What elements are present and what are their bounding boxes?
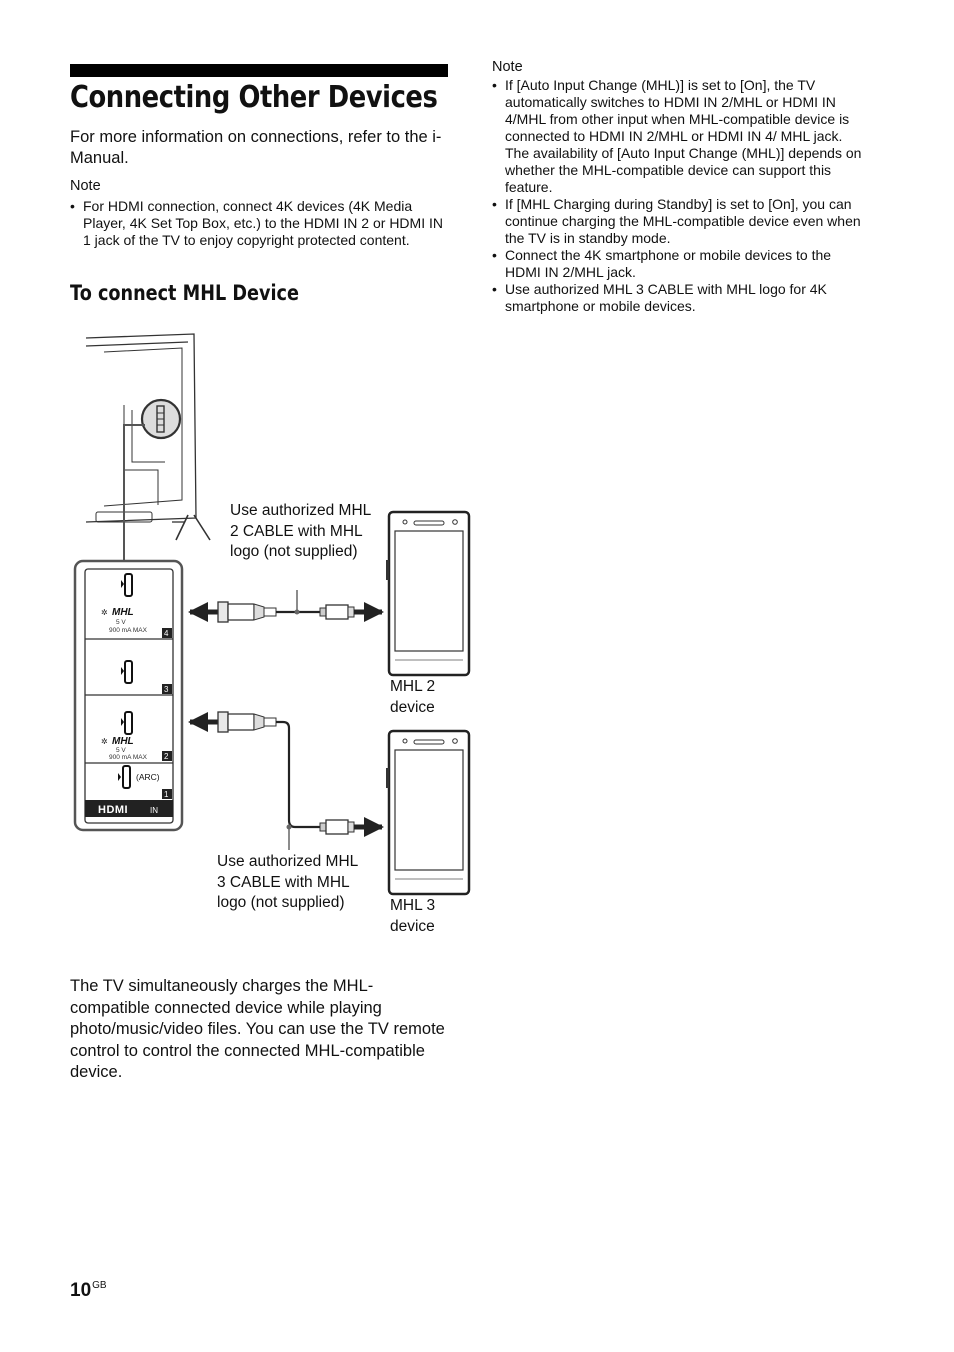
page-suffix: GB [92,1280,107,1291]
left-note-list: For HDMI connection, connect 4K devices … [70,198,450,249]
note-label: Note [70,178,101,194]
intro-text: For more information on connections, ref… [70,128,442,167]
hdmi-in-text: IN [150,806,158,815]
cable-mhl2-caption: Use authorized MHL 2 CABLE with MHL logo… [230,502,371,560]
note-label: Note [492,59,523,75]
mhl-logo-text: MHL [112,736,134,747]
hdmi-port-panel: ✲ MHL 5 V 900 mA MAX 4 3 ✲ MHL 5 V 900 m… [73,559,184,832]
mhl3-cable [188,711,384,850]
arc-text: (ARC) [136,772,160,782]
cable-mhl3-caption: Use authorized MHL 3 CABLE with MHL logo… [217,853,358,911]
body-paragraph: The TV simultaneously charges the MHL-co… [70,977,445,1081]
current-text: 900 mA MAX [109,754,148,761]
port-number: 1 [164,790,169,799]
hdmi-port-4: ✲ MHL 5 V 900 mA MAX 4 [101,573,172,638]
tv-rear-illustration [85,333,211,541]
page-number-value: 10 [70,1280,92,1301]
hdmi-logo-text: HDMI [98,804,128,816]
hdmi-port-2: ✲ MHL 5 V 900 mA MAX 2 [101,711,172,761]
note-item: For HDMI connection, connect 4K devices … [70,198,450,249]
magnifier-circle [123,398,182,562]
note-item: If [Auto Input Change (MHL)] is set to [… [492,77,870,196]
mhl3-device-illustration [386,729,471,896]
svg-text:✲: ✲ [101,608,108,617]
mhl2-cable [188,590,384,623]
right-note: Note If [Auto Input Change (MHL)] is set… [492,59,870,315]
port-number: 3 [164,685,169,694]
svg-text:✲: ✲ [101,737,108,746]
mhl-logo-text: MHL [112,607,134,618]
note-item: If [MHL Charging during Standby] is set … [492,196,870,247]
page-title: Connecting Other Devices [70,80,438,115]
port-number: 4 [164,629,169,638]
device-mhl2-label: MHL 2 device [390,678,436,716]
hdmi-port-3: 3 [121,660,172,694]
port-number: 2 [164,752,169,761]
power-text: 5 V [116,619,126,626]
hdmi-port-1: (ARC) 1 [118,765,172,799]
current-text: 900 mA MAX [109,627,148,634]
section-heading: To connect MHL Device [70,281,299,305]
title-rule [70,64,448,77]
left-note: Note For HDMI connection, connect 4K dev… [70,178,450,249]
note-item: Use authorized MHL 3 CABLE with MHL logo… [492,281,870,315]
device-mhl3-label: MHL 3 device [390,897,436,935]
power-text: 5 V [116,747,126,754]
note-item: Connect the 4K smartphone or mobile devi… [492,247,870,281]
right-note-list: If [Auto Input Change (MHL)] is set to [… [492,77,870,315]
page-number: 10GB [70,1280,107,1302]
mhl2-device-illustration [386,510,471,677]
